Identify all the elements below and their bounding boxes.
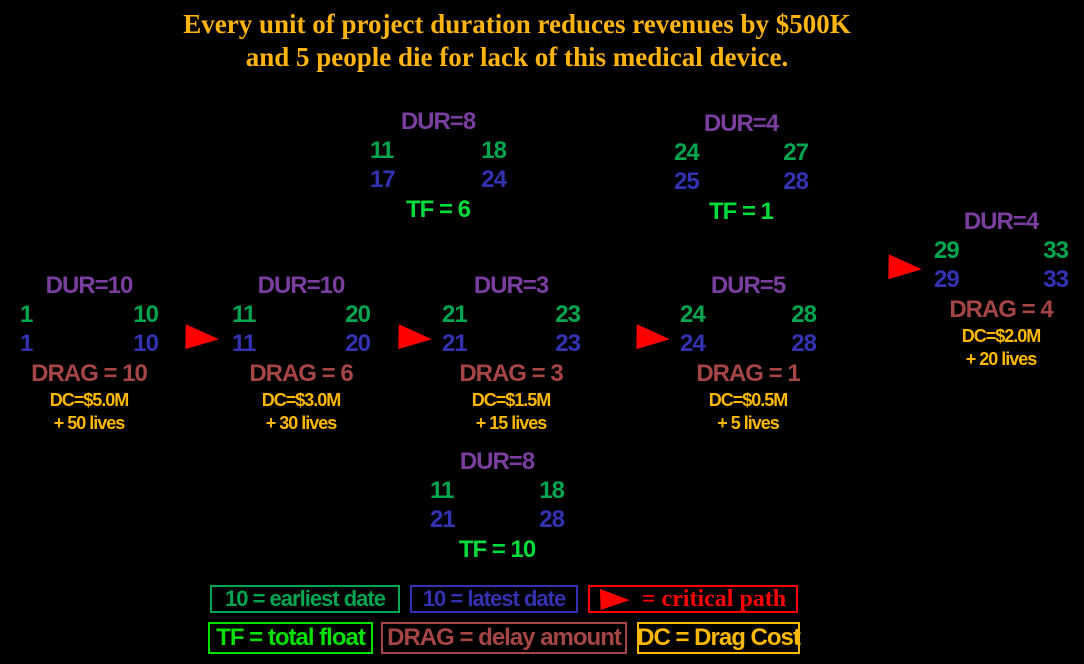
lives-label: + 5 lives [717,413,780,433]
total-float-label: TF = 6 [405,196,471,223]
early-start: 11 [232,301,256,328]
early-start: 24 [680,301,706,328]
early-finish: 27 [783,139,809,166]
activity-node-top-1: DUR=8 11 18 17 24 TF = 6 [358,108,518,225]
late-finish: 33 [1043,266,1069,293]
duration-label: DUR=4 [963,208,1039,235]
drag-cost-label: DC=$1.5M [471,390,552,410]
late-start: 29 [934,266,960,293]
early-start: 24 [674,139,700,166]
late-finish: 28 [791,330,817,357]
late-start: 17 [370,166,396,193]
drag-cost-label: DC=$2.0M [961,326,1042,346]
critical-path-arrow-icon [184,323,219,351]
total-float-label: TF = 1 [708,198,774,225]
legend-latest-date: 10 = latest date [410,585,578,613]
early-finish: 20 [345,301,371,328]
early-finish: 28 [791,301,817,328]
legend-drag: DRAG = delay amount [381,622,627,654]
lives-label: + 30 lives [265,413,338,433]
drag-label: DRAG = 1 [696,360,800,387]
early-finish: 33 [1043,237,1069,264]
late-finish: 28 [783,168,809,195]
late-start: 11 [232,330,256,357]
duration-label: DUR=8 [400,108,476,135]
activity-node-mid-2: DUR=10 11 20 11 20 DRAG = 6 DC=$3.0M + 30 … [220,272,382,435]
late-finish: 24 [481,166,507,193]
duration-label: DUR=5 [710,272,786,299]
legend-drag-cost: DC = Drag Cost [637,622,801,654]
lives-label: + 15 lives [475,413,548,433]
late-finish: 23 [555,330,581,357]
activity-node-right: DUR=4 29 33 29 33 DRAG = 4 DC=$2.0M + 20 l… [922,208,1080,371]
critical-path-arrow-icon [635,323,670,351]
drag-label: DRAG = 6 [249,360,353,387]
early-start: 29 [934,237,960,264]
activity-node-bottom: DUR=8 11 18 21 28 TF = 10 [418,448,576,565]
late-start: 24 [680,330,706,357]
legend-drag-label: DRAG = delay amount [387,624,622,651]
late-finish: 10 [133,330,159,357]
activity-node-mid-3: DUR=3 21 23 21 23 DRAG = 3 DC=$1.5M + 15 l… [430,272,592,435]
early-start: 21 [442,301,468,328]
early-finish: 10 [133,301,159,328]
drag-label: DRAG = 4 [949,296,1053,323]
late-finish: 20 [345,330,371,357]
duration-label: DUR=3 [473,272,549,299]
activity-node-mid-4: DUR=5 24 28 24 28 DRAG = 1 DC=$0.5M + 5 li… [668,272,828,435]
late-finish: 28 [539,506,565,533]
critical-path-arrow-icon [599,588,630,610]
drag-cost-label: DC=$5.0M [49,390,130,410]
duration-label: DUR=4 [703,110,779,137]
early-start: 11 [430,477,454,504]
drag-cost-label: DC=$0.5M [708,390,789,410]
legend-total-float: TF = total float [208,622,373,654]
title-line-1: Every unit of project duration reduces r… [183,9,851,39]
legend-earliest-label: 10 = earliest date [225,586,386,611]
duration-label: DUR=8 [459,448,535,475]
legend-dc-label: DC = Drag Cost [637,624,801,651]
early-start: 11 [370,137,394,164]
activity-node-top-2: DUR=4 24 27 25 28 TF = 1 [662,110,820,227]
lives-label: + 50 lives [53,413,126,433]
total-float-label: TF = 10 [458,536,536,563]
slide-title: Every unit of project duration reduces r… [0,8,1034,74]
duration-label: DUR=10 [45,272,134,299]
late-start: 1 [20,330,33,357]
activity-node-mid-1: DUR=10 1 10 1 10 DRAG = 10 DC=$5.0M + 50 l… [8,272,170,435]
late-start: 25 [674,168,700,195]
early-finish: 18 [481,137,507,164]
legend-earliest-date: 10 = earliest date [210,585,400,613]
legend-critical-path: = critical path [588,585,798,613]
early-finish: 18 [539,477,565,504]
drag-label: DRAG = 10 [31,360,148,387]
legend-tf-label: TF = total float [216,624,366,651]
early-start: 1 [20,301,33,328]
legend-latest-label: 10 = latest date [422,586,566,611]
title-line-2: and 5 people die for lack of this medica… [245,42,789,72]
drag-cost-label: DC=$3.0M [261,390,342,410]
late-start: 21 [442,330,468,357]
critical-path-arrow-icon [887,253,922,281]
early-finish: 23 [555,301,581,328]
legend-critical-label: = critical path [641,585,787,612]
lives-label: + 20 lives [965,349,1038,369]
drag-label: DRAG = 3 [459,360,563,387]
duration-label: DUR=10 [257,272,346,299]
critical-path-arrow-icon [397,323,432,351]
late-start: 21 [430,506,456,533]
